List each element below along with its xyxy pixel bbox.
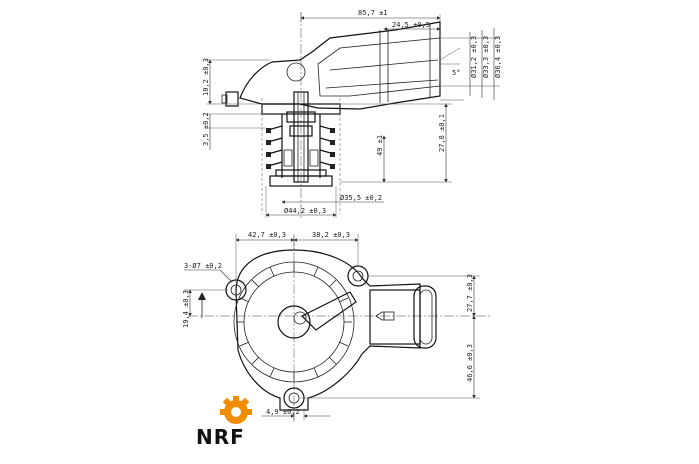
top-dimensions: 85,7 ±1 24,5 ±0,5 Ø31,2 ±0,3 Ø33,3 ±0,3 … xyxy=(202,9,502,218)
dim-outlet-angle: 5° xyxy=(452,69,460,77)
dim-hose-d1: Ø31,2 ±0,3 xyxy=(470,36,478,78)
dim-overall-height: 49 ±1 xyxy=(376,135,384,156)
dim-outlet-offset: 27,8 ±0,1 xyxy=(438,114,446,152)
dim-outlet-length: 24,5 ±0,5 xyxy=(392,21,430,29)
dim-bottom-offset: 4,9 ±0,2 xyxy=(266,408,300,416)
mount-lug-right xyxy=(347,265,369,287)
dim-diam-inner: Ø35,5 ±0,2 xyxy=(340,194,382,202)
dim-left-span: 42,7 ±0,3 xyxy=(248,231,286,239)
dim-right-lower: 46,6 ±0,3 xyxy=(466,344,474,382)
dim-diam-outer: Ø44,2 ±0,3 xyxy=(284,207,326,215)
dim-holes: 3-Ø7 ±0,2 xyxy=(184,262,222,270)
dim-overall-length: 85,7 ±1 xyxy=(358,9,388,17)
dim-hose-d2: Ø33,3 ±0,3 xyxy=(482,36,490,78)
dim-flange-height: 10,2 ±0,3 xyxy=(202,58,210,96)
dim-right-upper: 27,7 ±0,3 xyxy=(466,274,474,312)
dim-hose-d3: Ø36,4 ±0,3 xyxy=(494,36,502,78)
front-dimensions: 42,7 ±0,3 38,2 ±0,3 3-Ø7 ±0,2 19,4 ±0,3 … xyxy=(182,231,480,420)
top-section-view xyxy=(221,12,441,220)
dim-seat-height: 3,5 ±0,2 xyxy=(202,112,210,146)
brand-name: NRF xyxy=(196,425,245,449)
dim-left-vertical: 19,4 ±0,3 xyxy=(182,290,190,328)
dim-right-span: 38,2 ±0,3 xyxy=(312,231,350,239)
front-view xyxy=(188,236,490,424)
nrf-logo: NRF xyxy=(196,396,252,449)
